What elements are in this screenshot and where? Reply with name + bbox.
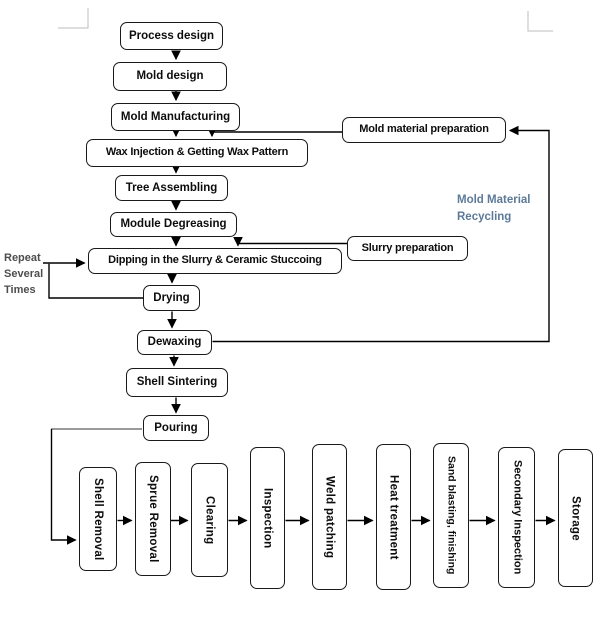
- arrow-pouring-to-shell-removal: [50, 429, 77, 545]
- node-sprue-removal: Sprue Removal: [135, 462, 171, 576]
- node-mold-design: Mold design: [113, 62, 227, 91]
- node-dewaxing: Dewaxing: [137, 330, 212, 355]
- page-corner-mark-top-right: [527, 11, 553, 32]
- repeat-several-times-label: Repeat Several Times: [4, 252, 44, 296]
- node-pouring: Pouring: [143, 415, 209, 441]
- node-dipping-stuccoing: Dipping in the Slurry & Ceramic Stuccoin…: [88, 248, 342, 274]
- node-slurry-preparation: Slurry preparation: [347, 236, 468, 261]
- node-inspection: Inspection: [250, 447, 285, 589]
- node-module-degreasing: Module Degreasing: [110, 212, 237, 237]
- node-weld-patching: Weld patching: [312, 444, 347, 590]
- page-corner-mark-top-left: [58, 8, 89, 29]
- node-tree-assembling: Tree Assembling: [115, 175, 228, 201]
- node-heat-treatment: Heat treatment: [376, 444, 411, 590]
- arrow-mold-material-to-wax: [207, 127, 342, 138]
- node-shell-removal: Shell Removal: [79, 467, 117, 571]
- node-process-design: Process design: [120, 22, 223, 50]
- mold-material-recycling-label: Mold Material Recycling: [457, 194, 531, 223]
- node-wax-injection: Wax Injection & Getting Wax Pattern: [86, 139, 308, 167]
- arrow-slurry-to-dipping: [233, 236, 347, 247]
- node-clearing: Clearing: [191, 463, 228, 577]
- node-mold-manufacturing: Mold Manufacturing: [111, 103, 240, 131]
- node-drying: Drying: [143, 285, 200, 311]
- node-secondary-inspection: Secondary Inspection: [498, 447, 535, 588]
- node-mold-material-preparation: Mold material preparation: [342, 117, 506, 143]
- node-sand-blasting-finishing: Sand blasting, finishing: [433, 443, 469, 588]
- node-storage: Storage: [558, 449, 593, 587]
- node-shell-sintering: Shell Sintering: [126, 368, 228, 397]
